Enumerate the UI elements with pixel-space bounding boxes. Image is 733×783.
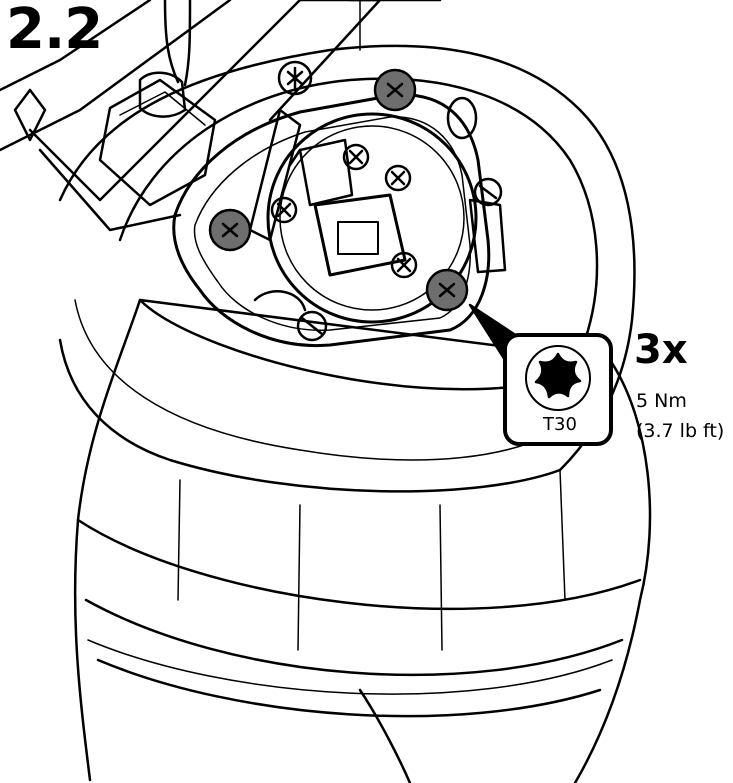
- cable-gland: [98, 0, 217, 207]
- screw-icon: [390, 251, 418, 279]
- screw-icon: [208, 208, 252, 252]
- screw-icon: [270, 196, 298, 224]
- bracket-arms: [0, 0, 442, 242]
- camera-housing: [58, 44, 636, 493]
- torx-bit-callout: [503, 333, 613, 446]
- screw-icon: [342, 143, 370, 171]
- network-connector: [288, 138, 407, 277]
- screw-icon: [277, 60, 313, 96]
- screw-icon: [384, 164, 412, 192]
- mounting-plate: [172, 93, 491, 348]
- highlighted-screws: [208, 68, 469, 312]
- torx-bit-size: T30: [543, 414, 577, 435]
- torx-icon: [534, 352, 582, 399]
- torque-metric: 5 Nm: [636, 390, 687, 412]
- screw-count: 3x: [634, 327, 688, 373]
- right-mechanism: [253, 96, 507, 342]
- screw-icon: [373, 68, 417, 112]
- small-screws: [270, 60, 418, 279]
- screw-icon: [425, 268, 469, 312]
- camera-dome: [73, 298, 652, 783]
- step-number: 2.2: [6, 0, 103, 62]
- torque-imperial: (3.7 lb ft): [636, 420, 725, 442]
